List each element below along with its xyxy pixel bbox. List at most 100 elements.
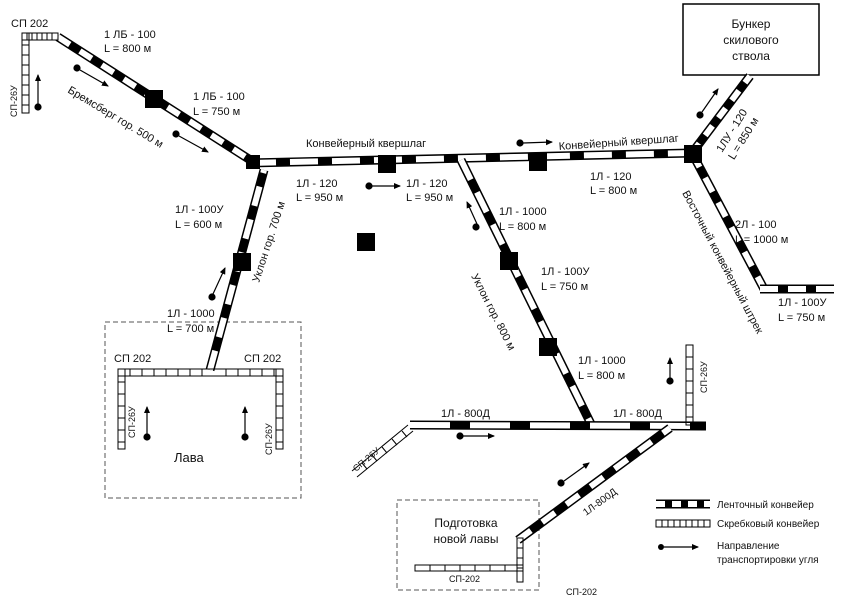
drive-uklon700 [233, 253, 251, 271]
label-sp26u-topleft: СП-26У [9, 85, 19, 117]
dir-arrow-bremsberg-1 [79, 69, 109, 87]
lava-area-box [104, 321, 302, 499]
scraper-lava-top [117, 368, 284, 377]
belt-800d-horizontal-white [409, 422, 707, 429]
dir-dot-crosscut-1 [365, 182, 373, 190]
dir-arrow-uklon700 [212, 267, 226, 295]
scraper-lava-left-rungs [118, 381, 125, 443]
dir-arrow-bremsberg-2 [178, 135, 209, 153]
scraper-sp26u-topleft [21, 32, 30, 114]
dir-dot-uklon700 [208, 293, 216, 301]
label-l100u-center-len: L = 750 м [541, 281, 588, 293]
prep-area-box [396, 499, 540, 591]
label-l100u-left-len: L = 600 м [175, 219, 222, 231]
label-l1000-left-name: 1Л - 1000 [167, 308, 215, 320]
label-uklon800: Уклон гор. 800 м [468, 272, 517, 353]
dir-arrow-bunker [701, 88, 719, 113]
label-l1000-center-name: 1Л - 1000 [499, 206, 547, 218]
label-l100u-center-name: 1Л - 100У [541, 266, 590, 278]
bunker-line2: скилового [723, 33, 779, 47]
scraper-lava-right [275, 368, 284, 450]
label-l2-100-name: 2Л - 100 [735, 219, 776, 231]
scraper-sp26u-bottomleft-rungs [361, 430, 408, 470]
dir-dot-uklon800 [472, 223, 480, 231]
label-l1000-lower-name: 1Л - 1000 [578, 355, 626, 367]
drive-uklon800-lower [539, 338, 557, 356]
scraper-sp26u-bottomleft-a [351, 424, 409, 472]
legend-belt-label: Ленточный конвейер [717, 500, 814, 511]
scraper-sp26u-topleft-rungs [22, 44, 29, 106]
legend-direction-line2: транспортировки угля [717, 555, 819, 566]
dir-dot-lava-left [143, 433, 151, 441]
label-l100u-right-name: 1Л - 100У [778, 297, 827, 309]
dir-dot-lava-right [241, 433, 249, 441]
drive-crosscut-left [378, 155, 396, 173]
scraper-sp202-top-rungs [26, 33, 53, 40]
label-lb100-mid-name: 1 ЛБ - 100 [193, 91, 245, 103]
dir-arrow-800d-diag [563, 462, 590, 482]
scraper-prep-horizontal-rungs [429, 565, 506, 571]
dir-dot-bunker [696, 111, 704, 119]
scraper-sp26u-right [685, 344, 694, 426]
direction-arrows [34, 64, 719, 487]
label-l100u-right-len: L = 750 м [778, 312, 825, 324]
label-prep-line2: новой лавы [434, 532, 499, 546]
label-sp26u-lava-right: СП-26У [264, 423, 274, 455]
label-lb100-top-name: 1 ЛБ - 100 [104, 29, 156, 41]
belt-to-bunker-white [689, 74, 753, 155]
label-sp26u-lava-left: СП-26У [127, 406, 137, 438]
drive-isolated [357, 233, 375, 251]
scraper-conveyors [21, 32, 694, 583]
dir-arrow-uklon800 [466, 201, 478, 225]
label-l2-100-len: L = 1000 м [735, 234, 788, 246]
bunker: Бункер скилового ствола [682, 3, 820, 76]
label-l120-a-len: L = 950 м [296, 192, 343, 204]
bunker-line3: ствола [732, 49, 770, 63]
drive-bremsberg [145, 90, 163, 108]
label-sp202-bottom: СП-202 [566, 587, 597, 597]
bunker-box [682, 3, 820, 76]
legend-direction-symbol [658, 544, 699, 550]
label-sp202-lava-left: СП 202 [114, 353, 151, 365]
label-l800d-right: 1Л - 800Д [613, 408, 662, 420]
label-lb100-mid-len: L = 750 м [193, 106, 240, 118]
dir-arrow-crosscut-2 [522, 139, 553, 146]
legend-scraper-symbol [655, 519, 711, 528]
legend-scraper-label: Скребковый конвейер [717, 518, 820, 530]
label-l1000-center-len: L = 800 м [499, 221, 546, 233]
label-sp202-prep: СП-202 [449, 574, 480, 584]
label-l120-b-len: L = 950 м [406, 192, 453, 204]
label-l120-c-name: 1Л - 120 [590, 171, 631, 183]
scraper-lava-left [117, 368, 126, 450]
dir-dot-crosscut-2 [516, 139, 524, 147]
label-prep-line1: Подготовка [434, 516, 497, 530]
label-l800d-left: 1Л - 800Д [441, 408, 490, 420]
belt-800d-diagonal-white [516, 425, 672, 543]
legend: Ленточный конвейер Скребковый конвейер Н… [655, 499, 820, 566]
scraper-prep-vertical-rungs [517, 547, 523, 569]
dir-dot-bremsberg-1 [73, 64, 81, 72]
dir-dot-bremsberg-2 [172, 130, 180, 138]
scraper-prep-horizontal [414, 564, 524, 572]
scraper-sp26u-right-rungs [686, 356, 693, 418]
label-l120-b-name: 1Л - 120 [406, 178, 447, 190]
dir-dot-800d-diag [557, 479, 565, 487]
bunker-line1: Бункер [732, 17, 771, 31]
scraper-lava-right-rungs [276, 381, 283, 443]
label-sp26u-right: СП-26У [699, 361, 709, 393]
label-l1000-lower-len: L = 800 м [578, 370, 625, 382]
legend-direction-dot [658, 544, 664, 550]
drive-crosscut-mid [529, 153, 547, 171]
legend-scraper-rect [655, 519, 711, 528]
label-l1000-left-len: L = 700 м [167, 323, 214, 335]
label-l120-c-len: L = 800 м [590, 185, 637, 197]
belt-labels: 1 ЛБ - 100 L = 800 м 1 ЛБ - 100 L = 750 … [104, 29, 827, 518]
drive-uklon800-upper [500, 252, 518, 270]
scraper-lava-top-rungs [129, 369, 275, 376]
scraper-sp26u-bottomleft-b [356, 430, 414, 478]
label-l100u-left-name: 1Л - 100У [175, 204, 224, 216]
dir-dot-topleft [34, 103, 42, 111]
belt-uklon800-white [458, 158, 594, 426]
label-sp202-lava-right: СП 202 [244, 353, 281, 365]
drive-junction-left [246, 155, 260, 169]
